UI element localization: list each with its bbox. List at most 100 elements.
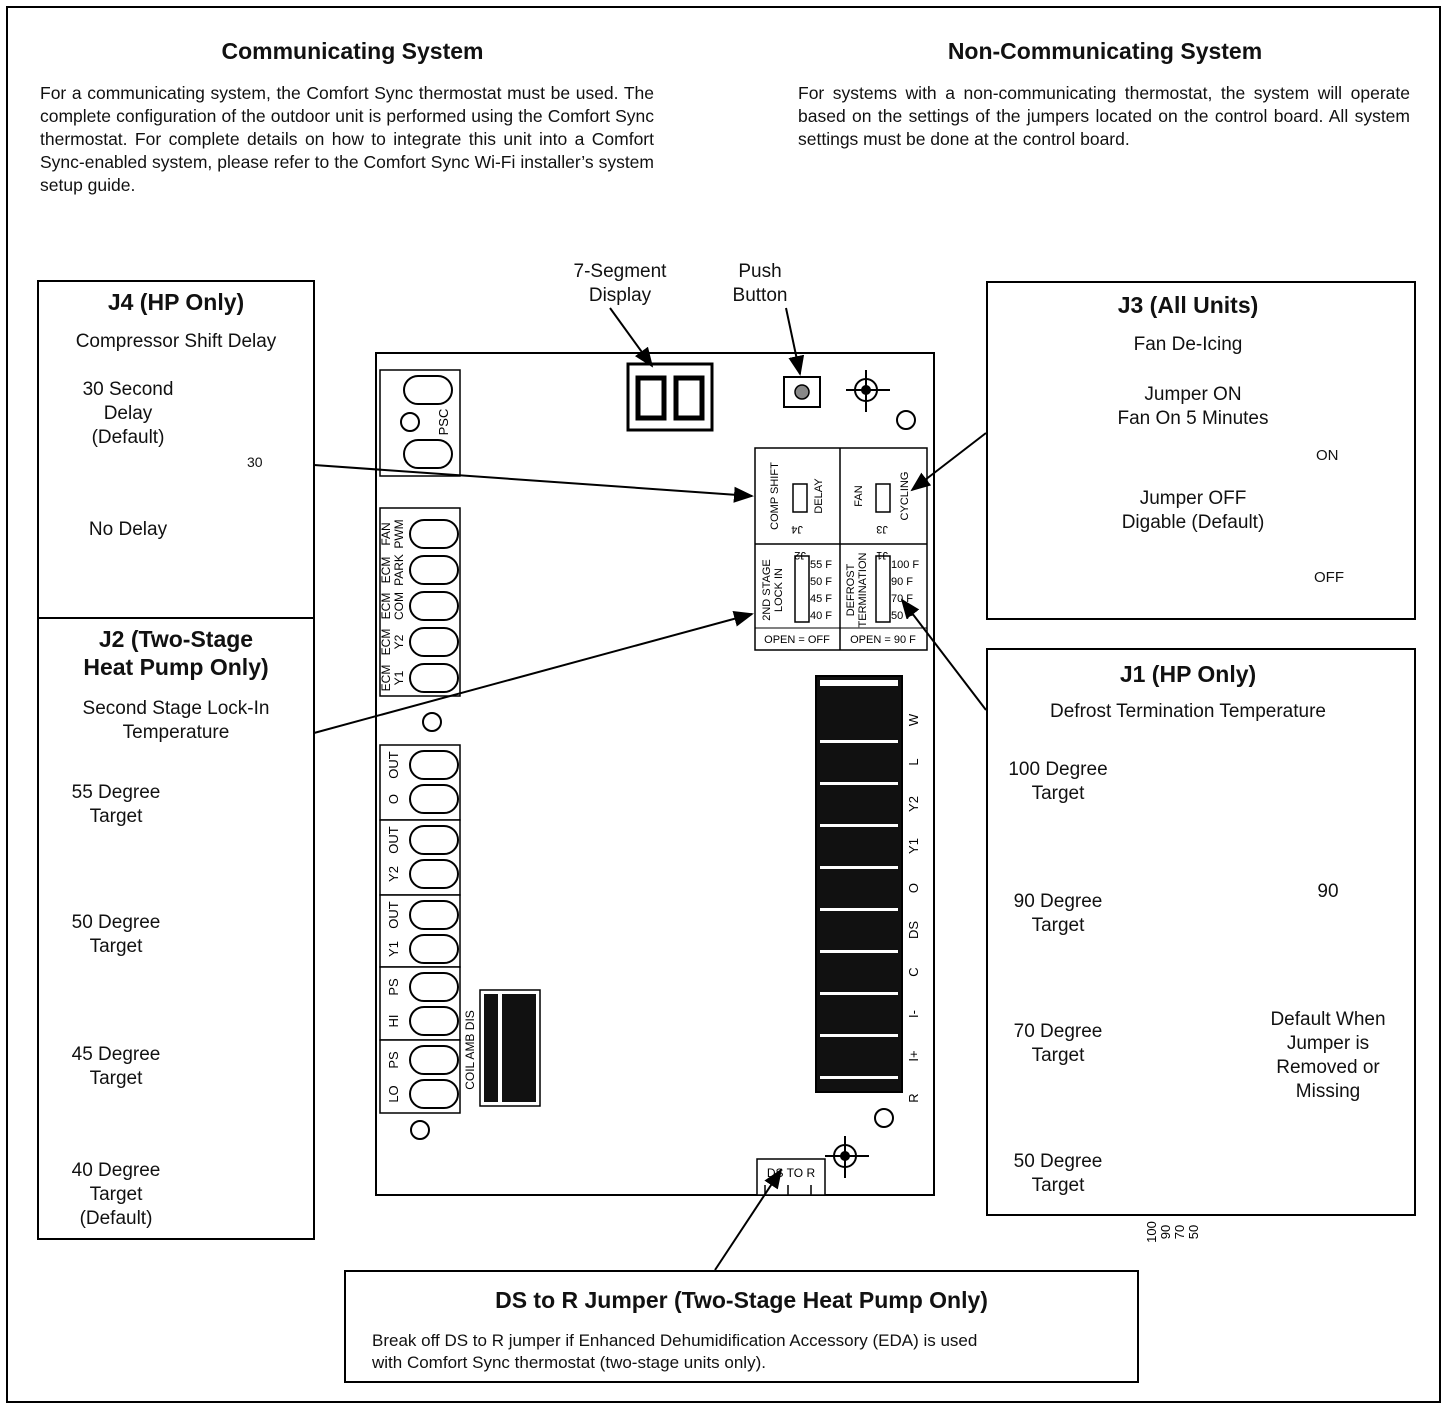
stage-label: LOCK IN — [773, 568, 785, 612]
defrost-label: TERMINATION — [857, 552, 869, 627]
j4-subtitle: Compressor Shift Delay — [75, 331, 277, 352]
stage-label: 2ND STAGE — [761, 559, 773, 621]
delay-label: DELAY — [813, 478, 825, 514]
mounting-crosshair-bottom — [825, 1136, 869, 1178]
jumper-block — [754, 447, 928, 651]
noncommunicating-text: For systems with a non-communicating the… — [798, 83, 1410, 149]
cycling-label: CYCLING — [899, 472, 911, 521]
j4-board-label: J4 — [791, 523, 803, 535]
terminal-label: R — [906, 1093, 921, 1102]
j1-panel: J1 (HP Only) Defrost Termination Tempera… — [986, 648, 1416, 1216]
noncommunicating-title: Non-Communicating System — [947, 38, 1263, 64]
communicating-text: For a communicating system, the Comfort … — [40, 83, 654, 195]
svg-text:FAN: FAN — [379, 522, 393, 545]
svg-text:PWM: PWM — [392, 519, 406, 548]
pin-label: 70 — [1172, 1225, 1187, 1239]
j3-subtitle: Fan De-Icing — [1133, 334, 1243, 355]
connector-label: Y1 — [386, 941, 401, 957]
svg-text:ECM: ECM — [379, 593, 393, 620]
j1-title: J1 (HP Only) — [1119, 661, 1257, 687]
comp-shift-label: COMP SHIFT — [769, 462, 781, 530]
j3-off-label: OFF — [1314, 569, 1344, 586]
terminal-label: DS — [906, 921, 921, 939]
ds-to-r-text: Break off DS to R jumper if Enhanced Deh… — [372, 1331, 978, 1372]
defrost-temp: 90 F — [891, 576, 913, 588]
stage-temp: 40 F — [810, 610, 832, 622]
coil-label: COIL AMB DIS — [463, 1010, 477, 1090]
communicating-title: Communicating System — [221, 38, 484, 64]
defrost-label: DEFROST — [845, 563, 857, 616]
svg-text:PARK: PARK — [392, 554, 406, 586]
stage-temp: 50 F — [810, 576, 832, 588]
connector-label: O — [386, 794, 401, 804]
push-button — [783, 376, 821, 408]
stage-open-label: OPEN = OFF — [764, 634, 830, 646]
terminal-label: W — [906, 713, 921, 726]
j4-panel: J4 (HP Only) Compressor Shift Delay 30 S… — [37, 280, 315, 650]
j3-board-label: J3 — [876, 523, 888, 535]
connector-label: LO — [386, 1085, 401, 1102]
j4-pin-label: 30 — [247, 454, 263, 470]
defrost-temp: 100 F — [891, 559, 919, 571]
defrost-open-label: OPEN = 90 F — [850, 634, 916, 646]
j1-default-label: 90 — [1317, 881, 1339, 902]
terminal-label: L — [906, 758, 921, 765]
psc-label: PSC — [436, 409, 451, 436]
mounting-crosshair-top — [846, 370, 890, 412]
svg-text:Y1: Y1 — [392, 670, 406, 685]
connector-label: Y2 — [386, 866, 401, 882]
j3-title: J3 (All Units) — [1117, 292, 1259, 318]
ds-to-r-board-label: DS TO R — [767, 1166, 816, 1180]
terminal-label: Y1 — [906, 838, 921, 854]
pin-label: 90 — [1158, 1225, 1173, 1239]
svg-text:COM: COM — [392, 592, 406, 620]
svg-text:Y2: Y2 — [392, 634, 406, 649]
stage-temp: 55 F — [810, 559, 832, 571]
terminal-label: I+ — [906, 1050, 921, 1061]
terminal-label: Y2 — [906, 796, 921, 812]
pin-label: 100 — [1144, 1221, 1159, 1243]
connector-label: HI — [386, 1015, 401, 1028]
fan-label: FAN — [853, 485, 865, 506]
j2-board-label: J2 — [794, 549, 806, 561]
j4-option-no-delay: No Delay — [88, 519, 168, 540]
connector-label: PS — [386, 1051, 401, 1069]
svg-text:ECM: ECM — [379, 557, 393, 584]
ds-to-r-title: DS to R Jumper (Two-Stage Heat Pump Only… — [495, 1287, 988, 1313]
terminal-label: C — [906, 967, 921, 976]
ds-to-r-panel: DS to R Jumper (Two-Stage Heat Pump Only… — [344, 1270, 1139, 1383]
terminal-strip — [815, 675, 903, 1093]
connector-label: PS — [386, 978, 401, 996]
svg-text:ECM: ECM — [379, 629, 393, 656]
j1-subtitle: Defrost Termination Temperature — [1050, 701, 1326, 722]
svg-text:ECM: ECM — [379, 665, 393, 692]
pin-label: 50 — [1186, 1225, 1201, 1239]
defrost-temp: 70 F — [891, 593, 913, 605]
connector-label: OUT — [386, 751, 401, 779]
connector-label: OUT — [386, 901, 401, 929]
outer-frame — [6, 6, 1441, 1403]
j1-board-label: J1 — [876, 549, 888, 561]
terminal-label: I- — [906, 1010, 921, 1018]
